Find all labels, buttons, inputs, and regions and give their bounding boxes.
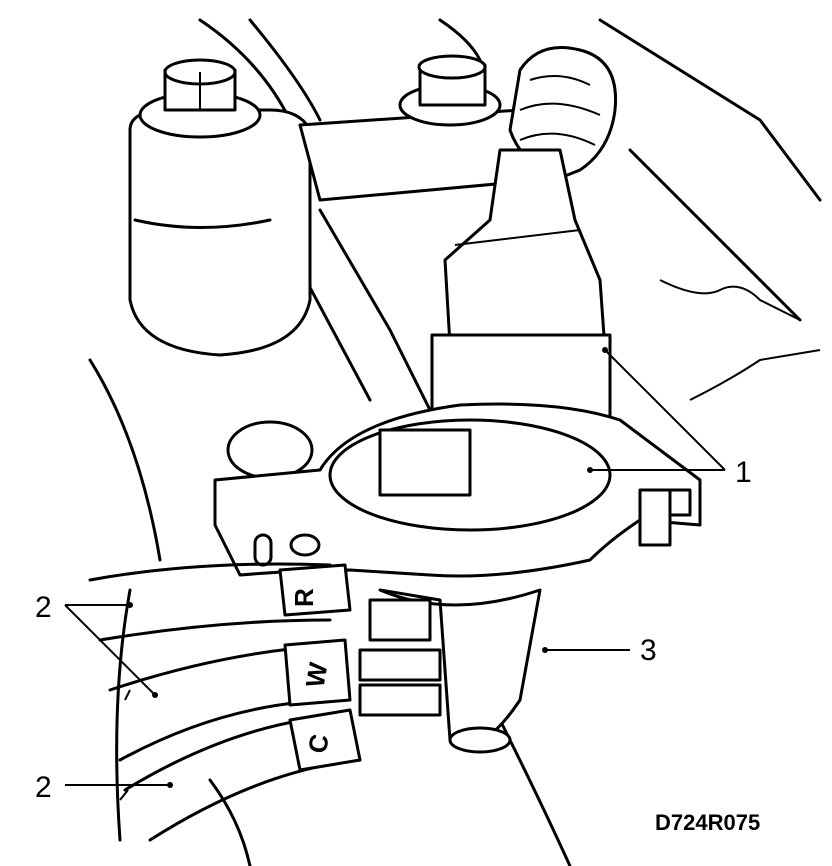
wire-marking-w: W bbox=[300, 660, 334, 690]
mounting-bracket bbox=[128, 54, 542, 357]
wire-harness bbox=[88, 562, 362, 842]
switch-housing bbox=[213, 402, 702, 754]
wire-marking-r: R bbox=[289, 588, 319, 607]
figure-code: D724R075 bbox=[655, 810, 760, 835]
wire-marking-c: C bbox=[302, 732, 335, 756]
callout-1: 1 bbox=[735, 456, 752, 489]
callout-2-lower: 2 bbox=[35, 771, 52, 804]
leader-lines bbox=[64, 347, 726, 788]
callout-3: 3 bbox=[640, 634, 657, 667]
callout-2-upper: 2 bbox=[35, 591, 52, 624]
